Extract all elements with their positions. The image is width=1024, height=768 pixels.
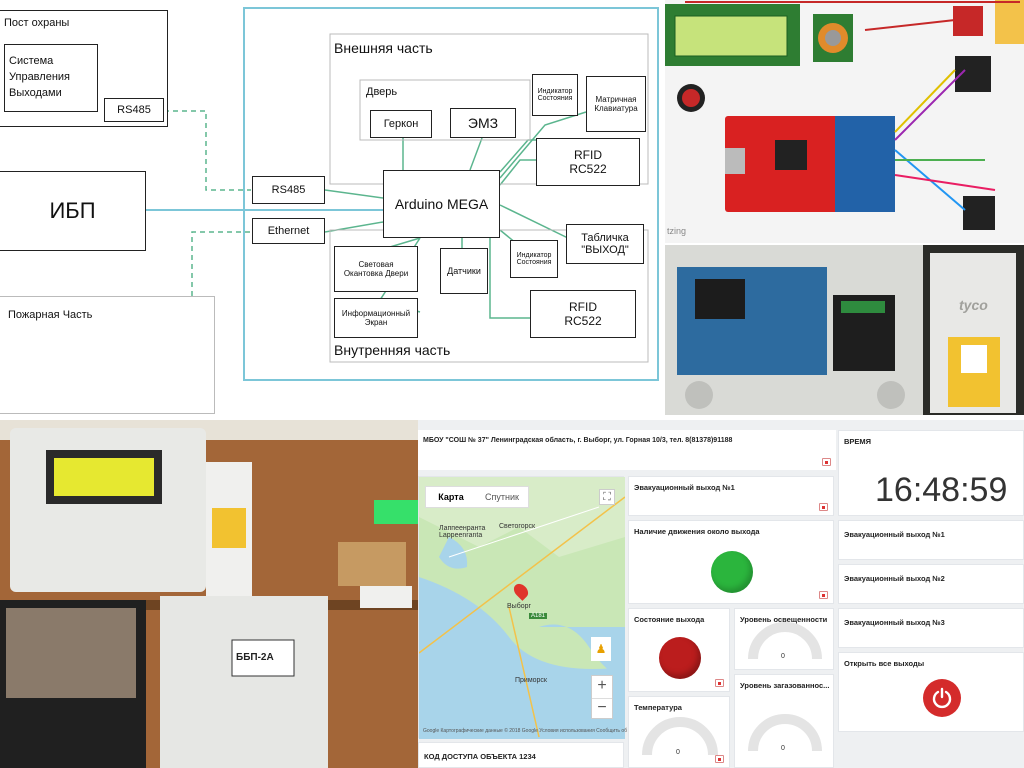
open-all-card: Открыть все выходы (838, 652, 1024, 732)
fullscreen-icon[interactable]: ⛶ (599, 489, 615, 505)
wiring-illustration (665, 0, 1024, 243)
inner-part-label: Внутренняя часть (334, 342, 451, 358)
light-value: 0 (781, 653, 785, 660)
open-all-title: Открыть все выходы (844, 659, 925, 668)
indicator-top-box: Индикатор Состояния (532, 74, 578, 116)
installed-illustration (0, 420, 418, 768)
widget-settings-icon[interactable] (715, 755, 724, 763)
exit-state-title: Состояние выхода (634, 615, 705, 624)
exit-sign-box: Табличка "ВЫХОД" (566, 224, 644, 264)
right-exit1-card: Эвакуационный выход №1 (838, 520, 1024, 560)
map-footer: Google Картографические данные © 2018 Go… (423, 728, 668, 734)
info-screen-box: Информационный Экран (334, 298, 418, 338)
tyco-brand: tyco (959, 297, 988, 313)
widget-settings-icon[interactable] (715, 679, 724, 687)
map-city-lappeenranta: Лаппеенранта Lappeenranta (439, 525, 486, 539)
light-gauge (748, 622, 822, 660)
tab-satellite[interactable]: Спутник (485, 492, 519, 502)
monitoring-dashboard: МБОУ "СОШ № 37" Ленинградская область, г… (418, 420, 1024, 768)
map-card: Карта Спутник ⛶ Лаппеенранта Lappeenrant… (418, 476, 667, 739)
map-city-vyborg: Выборг (507, 603, 532, 610)
fire-part-label: Пожарная Часть (8, 309, 93, 321)
exit-state-card: Состояние выхода (628, 608, 730, 692)
exit1-title: Эвакуационный выход №1 (634, 483, 735, 492)
motion-card: Наличие движения около выхода (628, 520, 834, 604)
ethernet-box: Ethernet (252, 218, 325, 244)
gas-level-title: Уровень загазованнос... (740, 681, 830, 690)
clock-value: 16:48:59 (875, 471, 1008, 509)
right-exit2-card: Эвакуационный выход №2 (838, 564, 1024, 604)
gas-level-card: Уровень загазованнос... 0 (734, 674, 834, 768)
exit1-card: Эвакуационный выход №1 (628, 476, 834, 516)
control-system-box: Система Управления Выходами (4, 44, 98, 112)
matrix-keyboard-box: Матричная Клавиатура (586, 76, 646, 132)
indicator-bottom-box: Индикатор Состояния (510, 240, 558, 278)
gerkon-box: Геркон (370, 110, 432, 138)
door-label: Дверь (366, 86, 398, 98)
arduino-mega-box: Arduino MEGA (383, 170, 500, 238)
emz-box: ЭМЗ (450, 108, 516, 138)
access-code-card: КОД ДОСТУПА ОБЪЕКТА 1234 (418, 742, 624, 768)
rfid-bottom-box: RFID RC522 (530, 290, 636, 338)
rfid-top-box: RFID RC522 (536, 138, 640, 186)
security-post-label: Пост охраны (4, 17, 70, 29)
motion-indicator-green (711, 551, 753, 593)
time-title: ВРЕМЯ (844, 437, 872, 446)
light-level-card: Уровень освещенности 0 (734, 608, 834, 670)
zoom-control: + − (591, 675, 613, 719)
temperature-title: Температура (634, 703, 682, 712)
temperature-card: Температура 0 (628, 696, 730, 768)
time-card: ВРЕМЯ 16:48:59 (838, 430, 1024, 516)
map-city-svetogorsk: Светогорск (499, 523, 536, 530)
enclosure-photo: tyco (665, 245, 1024, 415)
light-edge-box: Световая Окантовка Двери (334, 246, 418, 292)
rs485-mid-box: RS485 (252, 176, 325, 204)
temperature-gauge (642, 717, 718, 756)
open-all-power-button[interactable] (923, 679, 961, 717)
map-type-toggle: Карта Спутник (425, 486, 529, 508)
outer-part-label: Внешняя часть (334, 40, 433, 56)
light-level-title: Уровень освещенности (740, 615, 828, 624)
temperature-value: 0 (676, 749, 680, 756)
tab-map[interactable]: Карта (438, 492, 464, 502)
sensors-box: Датчики (440, 248, 488, 294)
map-road-label: A181 (529, 613, 548, 619)
right-exit3-card: Эвакуационный выход №3 (838, 608, 1024, 648)
right-exit2-title: Эвакуационный выход №2 (844, 574, 945, 583)
zoom-out-button[interactable]: − (592, 698, 612, 719)
motion-title: Наличие движения около выхода (634, 527, 760, 536)
widget-settings-icon[interactable] (819, 591, 828, 599)
installed-device-photo: ББП-2А (0, 420, 418, 768)
right-exit3-title: Эвакуационный выход №3 (844, 618, 945, 627)
fritzing-wiring-photo: tzing (665, 0, 1024, 243)
system-block-diagram: Пост охраны Система Управления Выходами … (0, 0, 663, 418)
map-city-primorsk: Приморск (515, 677, 547, 684)
access-code-label: КОД ДОСТУПА ОБЪЕКТА 1234 (424, 752, 536, 761)
right-exit1-title: Эвакуационный выход №1 (844, 530, 945, 539)
power-icon (932, 687, 952, 709)
gas-gauge (748, 714, 822, 752)
fire-part-box: Пожарная Часть (0, 296, 215, 414)
rs485-top-box: RS485 (104, 98, 164, 122)
enclosure-illustration (665, 245, 1024, 415)
street-view-icon[interactable]: ♟ (591, 637, 611, 661)
psu-label: ББП-2А (236, 652, 274, 663)
zoom-in-button[interactable]: + (597, 677, 607, 694)
widget-settings-icon[interactable] (819, 503, 828, 511)
gas-value: 0 (781, 745, 785, 752)
widget-settings-icon[interactable] (822, 458, 831, 466)
fritzing-caption: tzing (667, 226, 687, 236)
state-indicator-red (659, 637, 701, 679)
school-header: МБОУ "СОШ № 37" Ленинградская область, г… (423, 437, 733, 444)
ups-box: ИБП (0, 171, 146, 251)
school-header-card: МБОУ "СОШ № 37" Ленинградская область, г… (418, 430, 836, 470)
